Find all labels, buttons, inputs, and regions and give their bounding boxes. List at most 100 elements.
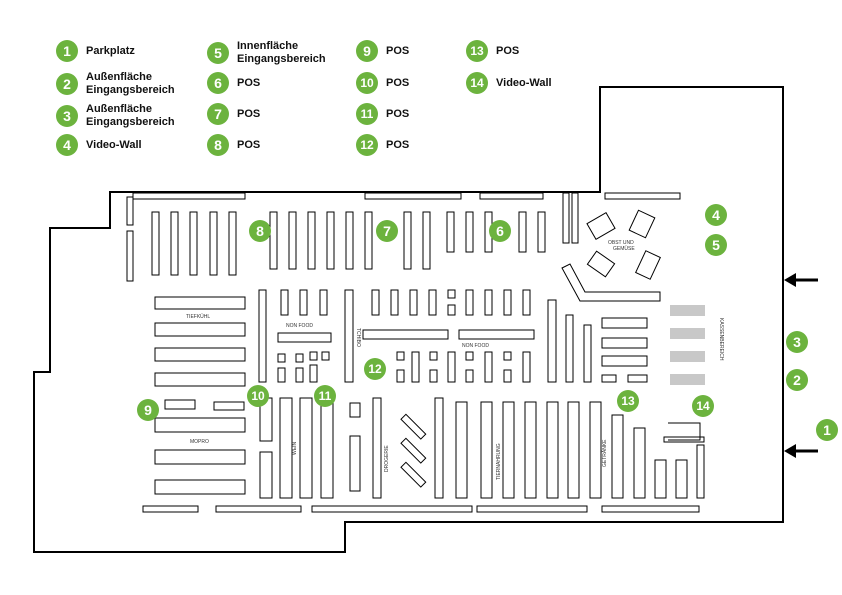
- legend-item: 3 Außenfläche Eingangsbereich: [56, 103, 175, 129]
- legend-number-badge: 11: [356, 103, 378, 125]
- shelf: [349, 435, 361, 492]
- shelf: [484, 351, 493, 383]
- dairy-shelf: [154, 417, 246, 433]
- shelf: [326, 211, 335, 270]
- shelf: [465, 369, 474, 383]
- legend-label: Parkplatz: [86, 44, 135, 57]
- shelf: [400, 437, 427, 464]
- shelf: [446, 211, 455, 253]
- shelf: [344, 289, 354, 383]
- shelf: [484, 289, 493, 316]
- legend-label: POS: [237, 138, 261, 151]
- legend-number-badge: 1: [56, 40, 78, 62]
- legend-item: 14 Video-Wall: [466, 72, 552, 94]
- shelf: [465, 351, 474, 361]
- legend-item: 12 POS: [356, 134, 409, 156]
- shelf: [601, 355, 648, 367]
- dairy-shelf: [213, 401, 245, 411]
- shelf: [269, 211, 278, 270]
- legend-label: Video-Wall: [86, 138, 142, 151]
- shelf: [151, 211, 160, 276]
- entrance-arrow-icon: [784, 273, 818, 287]
- shelf: [277, 353, 286, 363]
- shelf: [428, 289, 437, 316]
- shelf: [209, 211, 218, 276]
- legend-label: POS: [237, 76, 261, 89]
- legend-label: Video-Wall: [496, 76, 552, 89]
- zone-label-wein: WEIN: [292, 442, 298, 455]
- legend-label: POS: [386, 107, 410, 120]
- wall-shelf: [571, 192, 579, 244]
- shelf: [279, 397, 293, 499]
- legend-item: 8 POS: [207, 134, 260, 156]
- shelf: [589, 401, 602, 499]
- shelf: [299, 289, 308, 316]
- shelf: [601, 337, 648, 349]
- shelf: [429, 369, 438, 383]
- shelf: [364, 211, 373, 270]
- shelf: [277, 367, 286, 383]
- map-marker-2: 2: [786, 369, 808, 391]
- shelf: [295, 353, 304, 363]
- shelf: [447, 304, 456, 316]
- shelf: [429, 351, 438, 361]
- shelf: [277, 332, 332, 343]
- map-marker-12: 12: [364, 358, 386, 380]
- produce-counter: [561, 263, 661, 302]
- map-marker-8: 8: [249, 220, 271, 242]
- map-marker-13: 13: [617, 390, 639, 412]
- legend-number-badge: 13: [466, 40, 488, 62]
- map-marker-9: 9: [137, 399, 159, 421]
- zone-label-obst-gemuese-2: GEMÜSE: [613, 245, 635, 252]
- legend-item: 13 POS: [466, 40, 519, 62]
- register: [670, 351, 705, 362]
- shelf: [259, 451, 273, 499]
- shelf: [537, 211, 546, 253]
- zone-label-tchibo: TCHIBO: [355, 328, 361, 347]
- shelf: [465, 289, 474, 316]
- shelf: [633, 427, 646, 499]
- zone-label-kassenbereich: KASSENBEREICH: [718, 318, 724, 361]
- produce-table: [628, 209, 656, 239]
- legend-number-badge: 8: [207, 134, 229, 156]
- legend-number-badge: 9: [356, 40, 378, 62]
- shelf: [345, 211, 354, 270]
- shelf: [565, 314, 574, 383]
- checkout-area: [670, 305, 705, 385]
- wall-shelf: [142, 505, 199, 513]
- shelf: [307, 211, 316, 270]
- store-outline: [33, 86, 784, 553]
- zone-label-non-food-1: NON FOOD: [286, 323, 313, 329]
- legend-number-badge: 5: [207, 42, 229, 64]
- zone-label-tiernahrung: TIERNAHRUNG: [496, 443, 502, 480]
- wall-shelf: [604, 192, 681, 200]
- shelf: [567, 401, 580, 499]
- map-marker-5: 5: [705, 234, 727, 256]
- legend-item: 1 Parkplatz: [56, 40, 135, 62]
- shelf: [295, 367, 304, 383]
- shelf: [447, 289, 456, 299]
- dairy-shelf: [154, 479, 246, 495]
- shelf: [503, 369, 512, 383]
- legend-number-badge: 10: [356, 72, 378, 94]
- legend-number-badge: 12: [356, 134, 378, 156]
- wall-shelf: [479, 192, 544, 200]
- legend-item: 9 POS: [356, 40, 409, 62]
- shelf: [522, 289, 531, 316]
- legend-item: 2 Außenfläche Eingangsbereich: [56, 71, 175, 97]
- shelf: [518, 211, 527, 253]
- legend-item: 10 POS: [356, 72, 409, 94]
- map-marker-14: 14: [692, 395, 714, 417]
- shelf: [675, 459, 688, 499]
- shelf: [458, 329, 535, 340]
- map-marker-1: 1: [816, 419, 838, 441]
- shelf: [362, 329, 449, 340]
- zone-label-getraenke: GETRÄNKE: [601, 439, 608, 467]
- shelf: [321, 351, 330, 361]
- shelf: [547, 299, 557, 383]
- legend-number-badge: 4: [56, 134, 78, 156]
- shelf: [396, 369, 405, 383]
- legend-item: 11 POS: [356, 103, 409, 125]
- legend-number-badge: 6: [207, 72, 229, 94]
